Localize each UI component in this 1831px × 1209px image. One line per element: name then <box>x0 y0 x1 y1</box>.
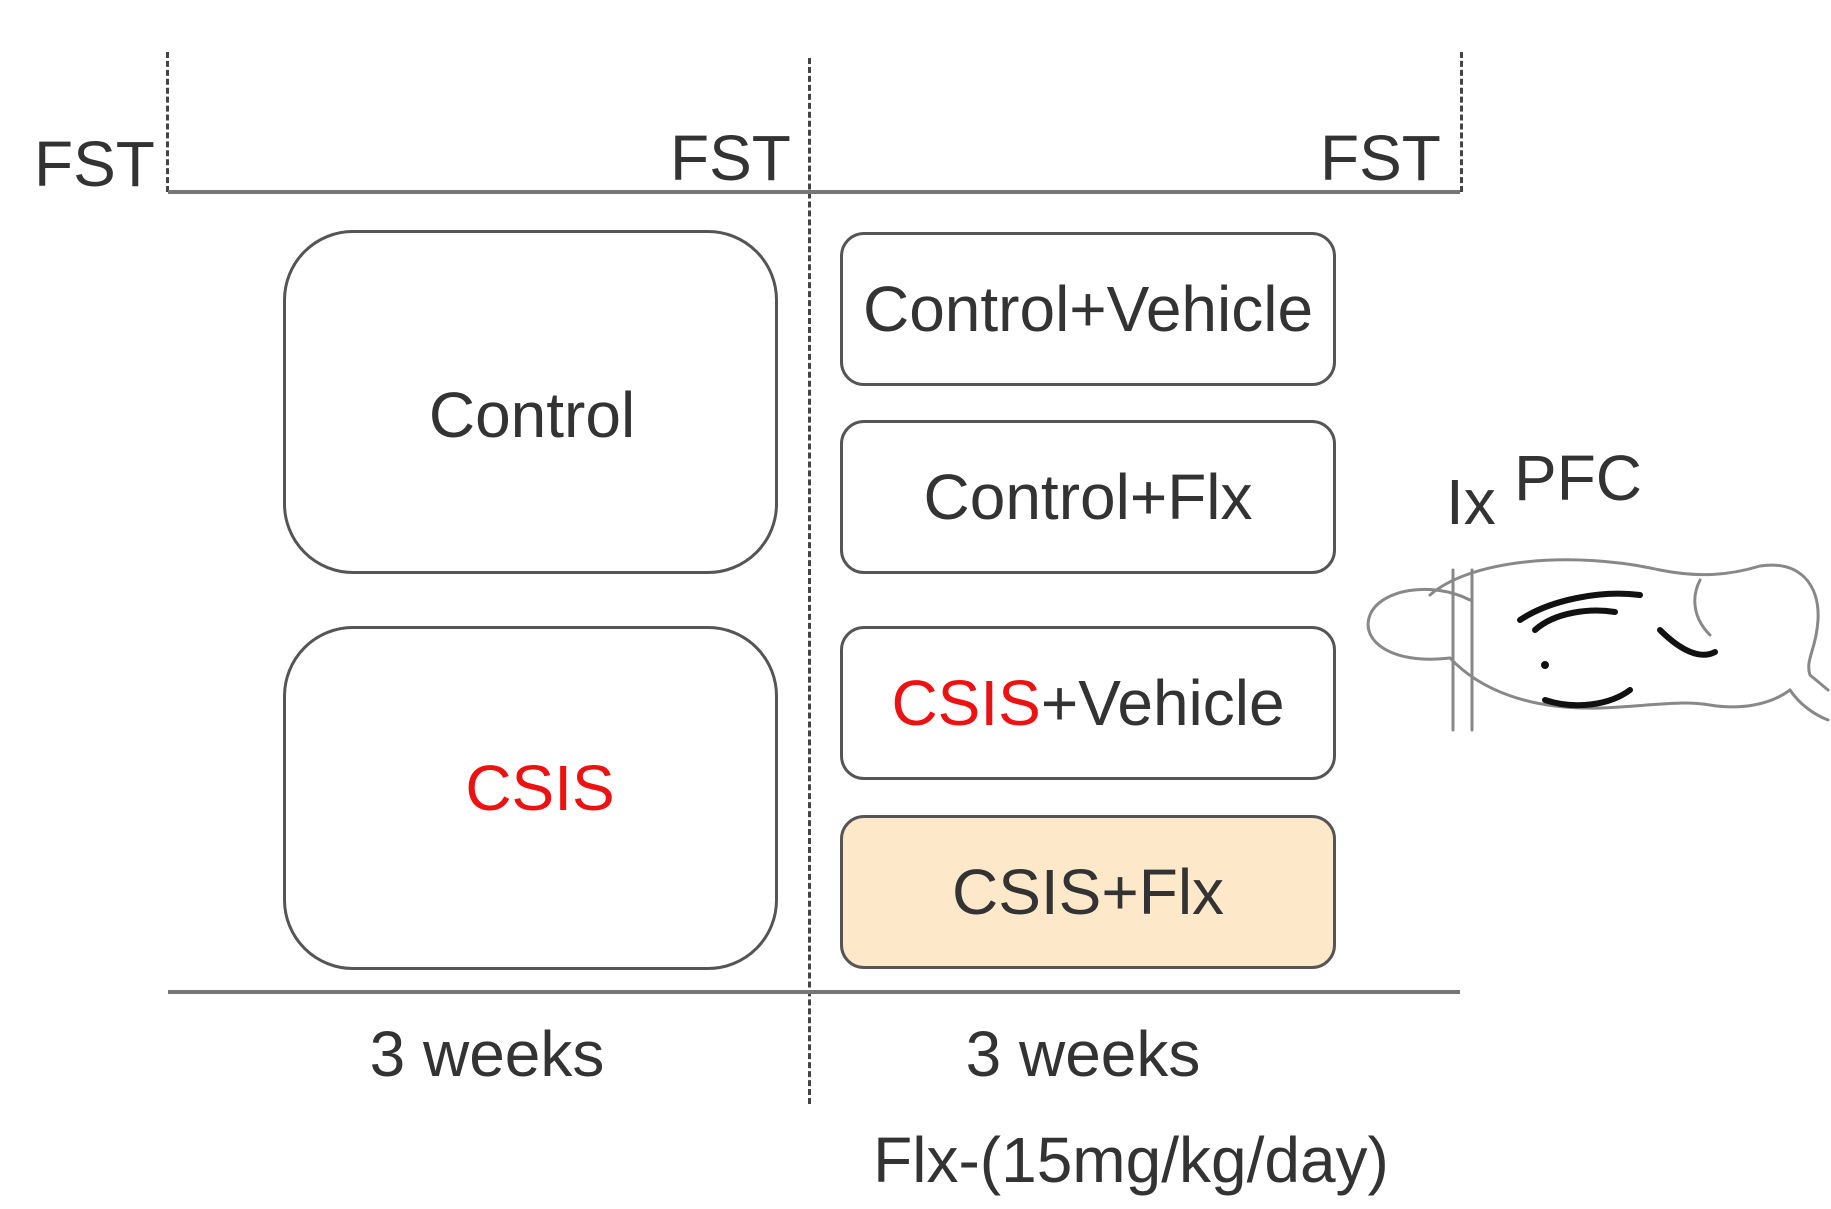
fst-label-mid: FST <box>670 122 791 194</box>
timeline-end-dashed-line <box>1460 52 1463 192</box>
timeline-start-dashed-line <box>166 52 169 192</box>
fst-label-start: FST <box>34 128 155 200</box>
csis-flx-suffix: +Flx <box>1101 856 1225 928</box>
control-flx-prefix: Control <box>923 461 1130 533</box>
csis-group-label: CSIS <box>465 752 615 824</box>
control-flx-box: Control+Flx <box>840 420 1336 574</box>
control-group-box <box>283 230 778 574</box>
control-vehicle-suffix: +Vehicle <box>1069 273 1314 345</box>
period-label-phase1: 3 weeks <box>369 1018 605 1090</box>
csis-vehicle-box: CSIS+Vehicle <box>840 626 1336 780</box>
fst-label-end: FST <box>1320 122 1441 194</box>
control-flx-suffix: +Flx <box>1129 461 1253 533</box>
control-vehicle-prefix: Control <box>862 273 1070 345</box>
brain-landmark-dot <box>1541 661 1549 669</box>
top-timeline-line <box>168 190 1460 194</box>
fluoxetine-dose-note: Flx-(15mg/kg/day) <box>873 1124 1389 1196</box>
brain-level-label: Ix <box>1446 466 1496 538</box>
csis-flx-prefix: CSIS <box>951 856 1102 928</box>
control-group-label: Control <box>428 379 636 451</box>
bottom-timeline-line <box>168 990 1460 994</box>
csis-vehicle-suffix: +Vehicle <box>1040 667 1285 739</box>
period-label-phase2: 3 weeks <box>965 1018 1201 1090</box>
control-vehicle-box: Control+Vehicle <box>840 232 1336 386</box>
csis-flx-box: CSIS+Flx <box>840 815 1336 969</box>
mouse-brain-sagittal-icon <box>1366 558 1830 732</box>
timeline-mid-dashed-line <box>808 58 811 1104</box>
csis-vehicle-prefix: CSIS <box>891 667 1041 739</box>
csis-group-box <box>283 626 778 970</box>
brain-region-label: PFC <box>1514 442 1642 514</box>
